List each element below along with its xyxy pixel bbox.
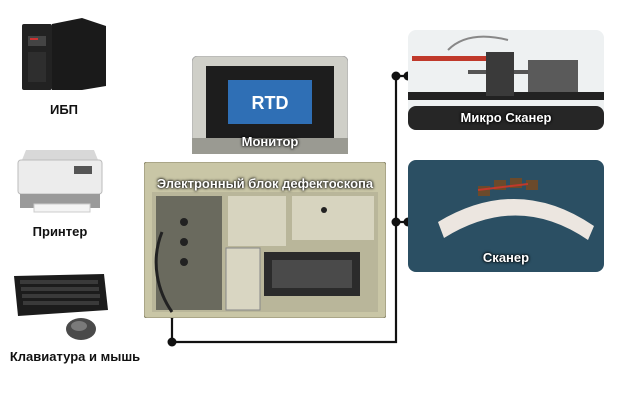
printer-icon (14, 144, 106, 214)
monitor-icon: RTD (192, 56, 348, 154)
ups-label: ИБП (49, 102, 79, 117)
mouse-icon (64, 316, 98, 342)
monitor-screen-logo: RTD (252, 93, 289, 113)
connector-dot (391, 217, 401, 227)
scanner-icon (408, 160, 604, 272)
scanner-label: Сканер (482, 250, 530, 265)
connector-dot (391, 71, 401, 81)
keyboard-icon (10, 270, 110, 320)
electronic-unit-icon (144, 162, 386, 318)
printer-label: Принтер (32, 224, 88, 239)
micro-scanner-icon (408, 30, 604, 130)
monitor-label: Монитор (241, 134, 299, 149)
connector-dot (167, 337, 177, 347)
keyboard-mouse-label: Клавиатура и мышь (9, 349, 141, 364)
ups-icon (20, 16, 108, 92)
micro-scanner-label: Микро Сканер (460, 110, 552, 125)
electronic-unit-label: Электронный блок дефектоскопа (156, 176, 374, 191)
